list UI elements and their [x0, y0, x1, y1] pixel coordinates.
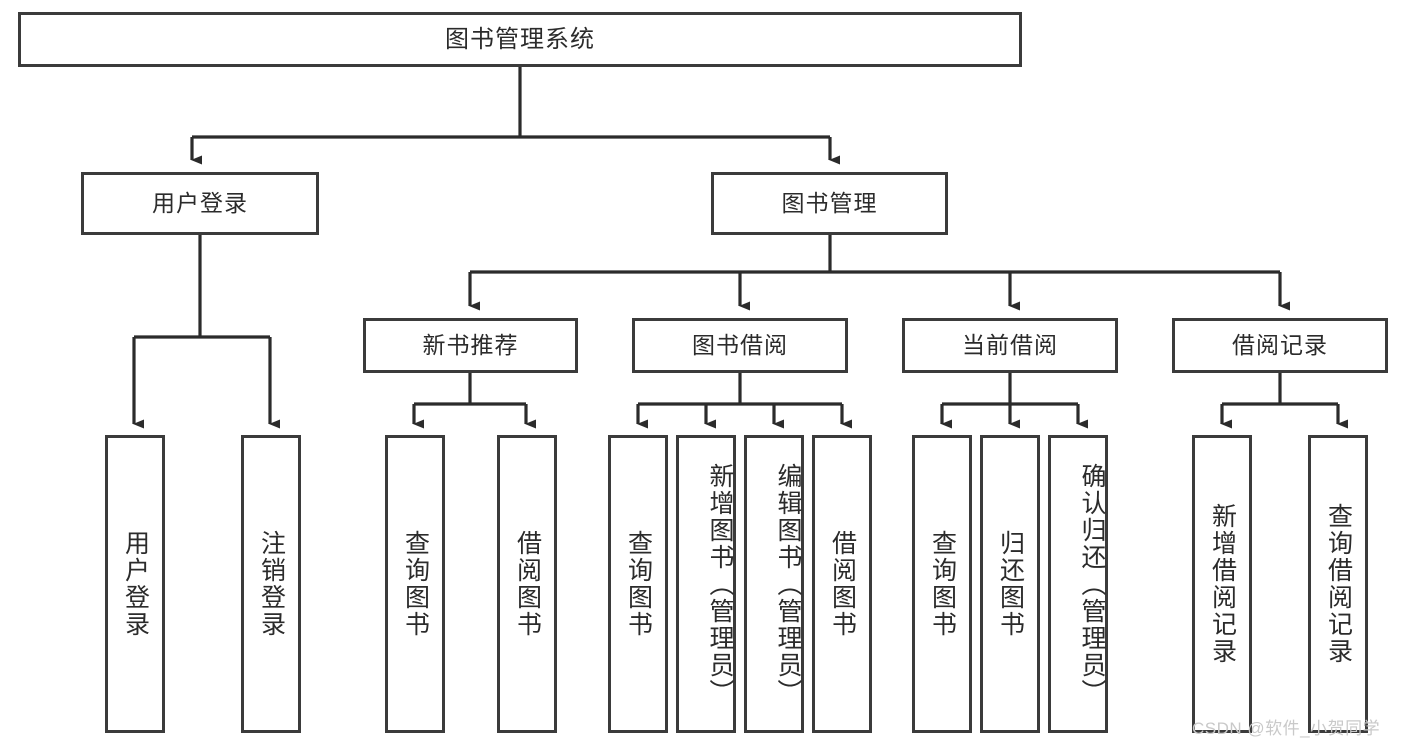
leaf-current-borrow-return[interactable]: 归还图书	[980, 435, 1040, 733]
leaf-book-borrow-edit[interactable]: 编辑图书（管理员）	[744, 435, 804, 733]
leaf-borrow-record-add[interactable]: 新增借阅记录	[1192, 435, 1252, 733]
leaf-borrow-record-query[interactable]: 查询借阅记录	[1308, 435, 1368, 733]
node-root-system[interactable]: 图书管理系统	[18, 12, 1022, 67]
node-book-management[interactable]: 图书管理	[711, 172, 948, 235]
leaf-user-login-login[interactable]: 用户登录	[105, 435, 165, 733]
csdn-watermark: CSDN @软件_小贺同学	[1192, 719, 1381, 738]
node-book-borrow[interactable]: 图书借阅	[632, 318, 848, 373]
node-borrow-record[interactable]: 借阅记录	[1172, 318, 1388, 373]
node-current-borrow[interactable]: 当前借阅	[902, 318, 1118, 373]
node-new-book-recommend[interactable]: 新书推荐	[363, 318, 578, 373]
leaf-book-borrow-query[interactable]: 查询图书	[608, 435, 668, 733]
leaf-current-borrow-confirm-return[interactable]: 确认归还（管理员）	[1048, 435, 1108, 733]
leaf-user-login-logout[interactable]: 注销登录	[241, 435, 301, 733]
leaf-new-book-query[interactable]: 查询图书	[385, 435, 445, 733]
leaf-current-borrow-query[interactable]: 查询图书	[912, 435, 972, 733]
leaf-new-book-borrow[interactable]: 借阅图书	[497, 435, 557, 733]
leaf-book-borrow-add[interactable]: 新增图书（管理员）	[676, 435, 736, 733]
node-user-login[interactable]: 用户登录	[81, 172, 319, 235]
leaf-book-borrow-borrow[interactable]: 借阅图书	[812, 435, 872, 733]
